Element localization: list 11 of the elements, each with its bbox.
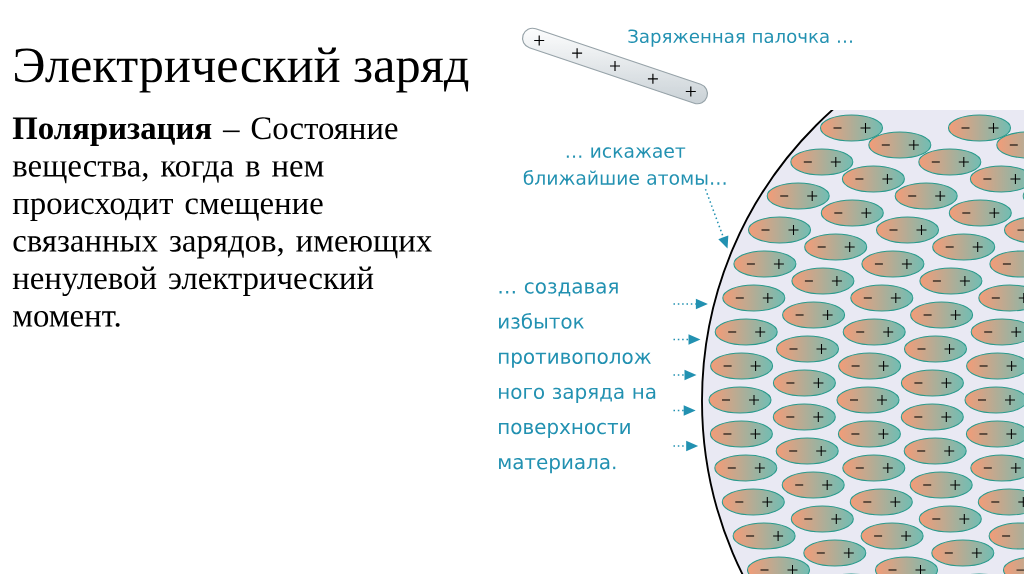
arrow <box>672 405 696 416</box>
arrow <box>672 369 697 381</box>
arrow <box>672 440 699 452</box>
callout-text: … создавая избыток противополож ного заряда на поверхности материала. <box>499 282 656 474</box>
arrow <box>672 298 708 310</box>
arrow <box>704 188 729 249</box>
definition-text: Поляризация – Состояние вещества, когда в нем происходит смещение связанных зарядов, имеющих ненулевой электрический момент. <box>12 117 432 327</box>
title: Электрический заряд <box>15 47 469 93</box>
arrow <box>672 334 701 345</box>
rod-caption: Заряженная палочка … <box>628 29 852 47</box>
callout-text: … искажает ближайшие атомы… <box>523 147 726 185</box>
